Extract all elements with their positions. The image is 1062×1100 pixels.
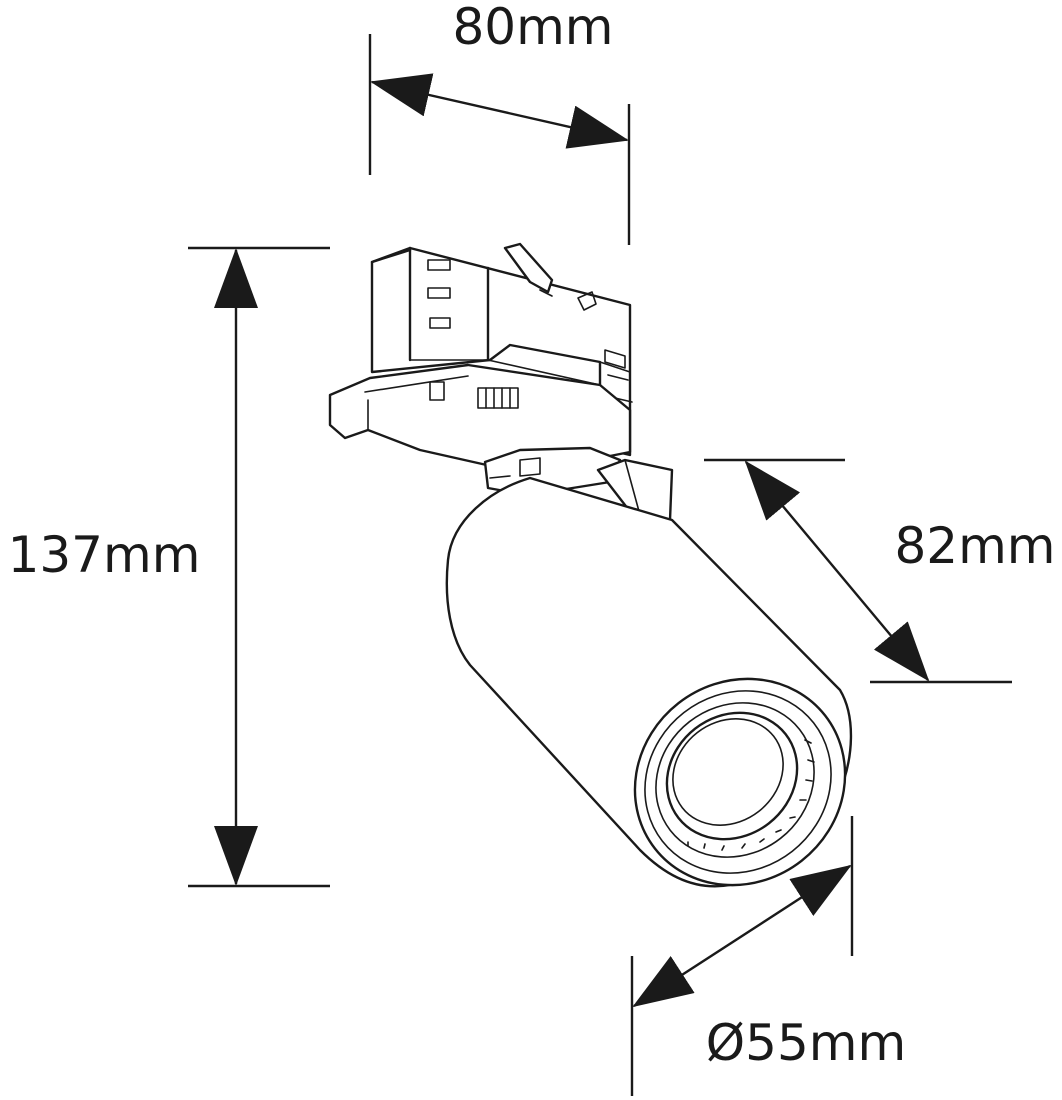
dimension-depth: 82mm (704, 458, 1056, 684)
dimension-width: 80mm (368, 0, 631, 245)
depth-label: 82mm (894, 517, 1055, 575)
dimension-height: 137mm (8, 246, 330, 888)
spot-cylinder (445, 476, 853, 888)
bezel-teeth (687, 739, 815, 851)
dimension-diameter: Ø55mm (630, 816, 906, 1096)
spotlight-illustration (328, 242, 853, 888)
diameter-label: Ø55mm (706, 1014, 906, 1072)
width-label: 80mm (452, 0, 613, 56)
track-adapter (370, 242, 633, 457)
height-label: 137mm (8, 526, 201, 584)
